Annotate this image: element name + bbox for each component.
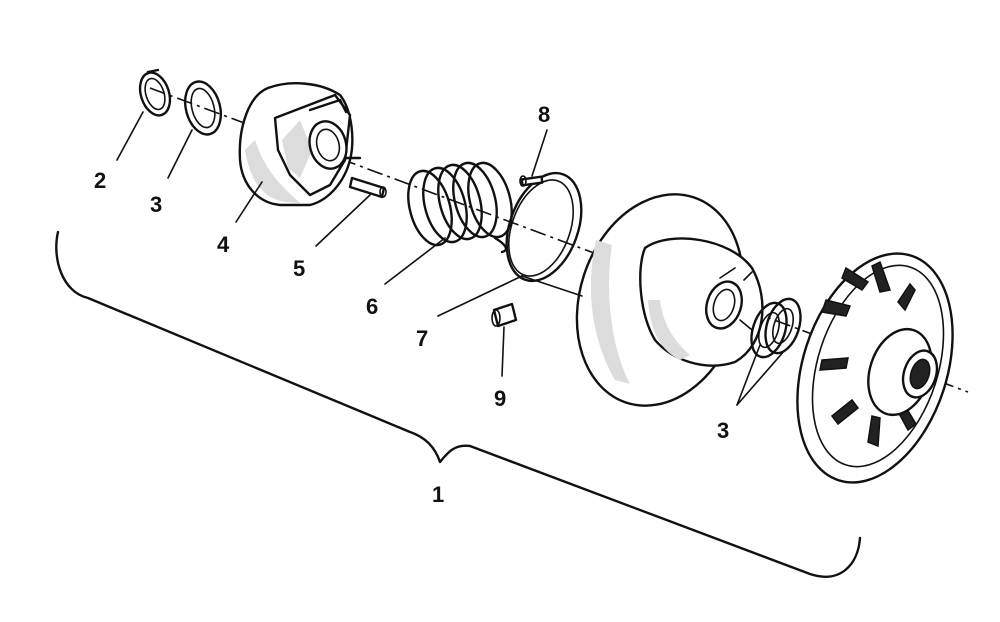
callout-5: 5 bbox=[293, 256, 305, 281]
leader-2 bbox=[116, 111, 144, 161]
callout-7: 7 bbox=[416, 326, 428, 351]
part-9-bushing bbox=[491, 302, 518, 328]
assembly-brace bbox=[55, 230, 862, 578]
callout-3b: 3 bbox=[717, 418, 729, 443]
movable-sheave bbox=[575, 193, 764, 407]
callout-3a: 3 bbox=[150, 192, 162, 217]
leader-7 bbox=[437, 275, 523, 317]
part-8-screw bbox=[519, 175, 544, 187]
leader-8 bbox=[531, 129, 548, 177]
leader-7b bbox=[521, 275, 583, 297]
part-6-spring bbox=[407, 161, 513, 254]
callout-8: 8 bbox=[538, 102, 550, 127]
part-4-spider-cam bbox=[238, 82, 362, 207]
leader-4 bbox=[235, 181, 263, 223]
leader-3b-right bbox=[736, 349, 786, 406]
leader-3b-left bbox=[736, 344, 761, 406]
fixed-sheave bbox=[796, 252, 954, 484]
leader-lines bbox=[116, 111, 786, 406]
part-7-ring bbox=[505, 171, 583, 283]
leader-3a bbox=[167, 129, 193, 179]
callout-4: 4 bbox=[217, 232, 230, 257]
callout-9: 9 bbox=[494, 386, 506, 411]
callout-1: 1 bbox=[432, 482, 444, 507]
callout-2: 2 bbox=[94, 168, 106, 193]
part-5-pin bbox=[348, 176, 387, 199]
leader-5 bbox=[315, 194, 371, 247]
part-2-snap-ring bbox=[138, 68, 172, 117]
leader-9 bbox=[501, 326, 505, 377]
part-3-bearing-pair bbox=[750, 297, 802, 359]
part-3-washer bbox=[183, 80, 223, 136]
callout-6: 6 bbox=[366, 294, 378, 319]
leader-6 bbox=[384, 237, 446, 285]
